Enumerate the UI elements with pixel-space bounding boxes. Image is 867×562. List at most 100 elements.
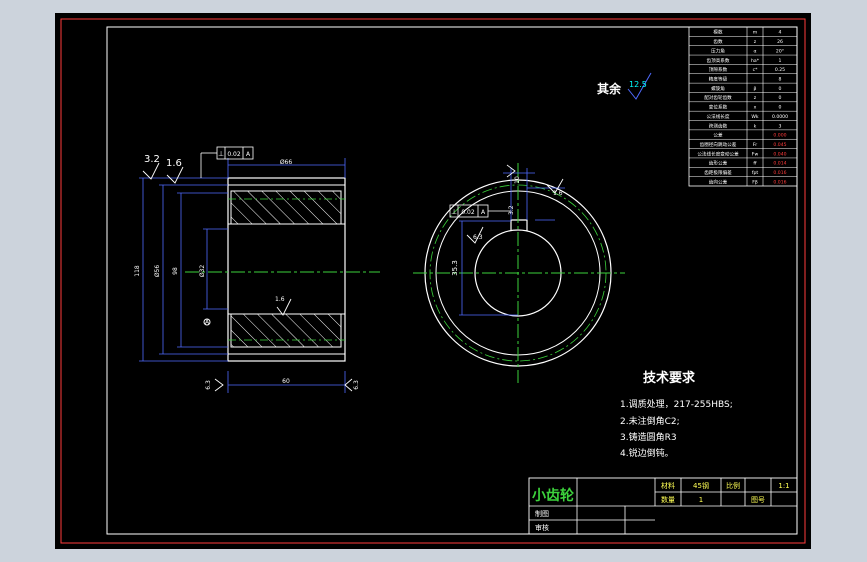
- dim-od-top: Ø66: [280, 159, 293, 166]
- drawing-no-label: 图号: [751, 496, 765, 504]
- param-name: 配对齿轮齿数: [704, 94, 732, 101]
- param-name: 齿向公差: [709, 178, 728, 185]
- param-value: 8: [779, 76, 782, 82]
- param-value: 0: [779, 86, 782, 92]
- ra-1-6: 1.6: [166, 158, 182, 169]
- param-value: 3: [779, 123, 782, 129]
- svg-text:12.5: 12.5: [629, 80, 647, 89]
- param-name: 公法线长度变动公差: [697, 150, 739, 157]
- dim-bore-dia: Ø32: [199, 265, 206, 278]
- keyway: [510, 219, 528, 231]
- datum-a-label: A: [205, 319, 210, 326]
- tech-req-item-1: 1.调质处理，217-255HBS;: [620, 398, 733, 410]
- param-symbol: ha*: [751, 58, 760, 64]
- svg-text:⊥: ⊥: [218, 150, 224, 158]
- part-name: 小齿轮: [532, 487, 574, 504]
- param-value: 0.0000: [772, 114, 788, 120]
- param-value: 0.25: [775, 67, 785, 73]
- dim-overall-dia: 118: [134, 265, 141, 277]
- param-value: 1: [779, 58, 782, 64]
- datum-a-circle: [203, 318, 211, 326]
- svg-text:A: A: [246, 151, 251, 158]
- param-value: 4: [779, 30, 782, 36]
- param-symbol: x: [754, 106, 757, 111]
- param-symbol: k: [754, 123, 757, 129]
- param-name: 齿圈径向跳动公差: [700, 141, 737, 148]
- tech-req-item-3: 3.铸造圆角R3: [620, 431, 677, 443]
- tech-req-item-2: 2.未注倒角C2;: [620, 415, 680, 427]
- dim-bore-vertical: 98: [172, 267, 179, 275]
- param-symbol: Wk: [751, 114, 759, 120]
- param-symbol: c*: [753, 67, 759, 73]
- dim-key-depth: 35.3: [451, 260, 459, 276]
- rest-finish: 其余 12.5: [597, 72, 652, 100]
- param-symbol: Fw: [752, 151, 759, 157]
- drawer-label: 制图: [535, 509, 549, 518]
- hatch-upper: [230, 190, 342, 225]
- param-name: 精度等级: [709, 75, 728, 82]
- param-value: 0.045: [773, 142, 786, 148]
- svg-text:⊥: ⊥: [451, 208, 457, 216]
- param-symbol: Fr: [753, 142, 757, 148]
- param-name: 齿形公差: [709, 160, 728, 167]
- svg-text:其余: 其余: [597, 81, 622, 96]
- param-value: 0.016: [773, 179, 786, 185]
- param-symbol: Fβ: [752, 179, 758, 185]
- scale-label: 比例: [726, 481, 740, 490]
- front-view[interactable]: 10 35.3 1.6 3.2 6.3 ⊥ 0.02 A: [413, 163, 625, 383]
- svg-text:0.02: 0.02: [227, 151, 241, 158]
- param-name: 公法线长度: [707, 113, 730, 120]
- param-name: 模数: [713, 29, 723, 36]
- dim-hub-dia: Ø56: [154, 265, 161, 278]
- qty-label: 数量: [661, 495, 675, 504]
- checker-label: 审核: [535, 523, 549, 532]
- param-symbol: m: [753, 31, 758, 36]
- param-name: 变位系数: [709, 104, 728, 111]
- param-value: 0.014: [773, 161, 786, 167]
- parameter-table: 模数 m 4 齿数 z 26 压力角 α 20° 齿顶高系数 ha* 1 顶隙系数 c* 0.25 精度等级 8…: [688, 26, 798, 187]
- param-name: 公差: [713, 132, 723, 139]
- ra-1-6-key: 1.6: [553, 190, 563, 197]
- svg-text:A: A: [481, 209, 486, 216]
- param-symbol: z: [754, 40, 757, 45]
- param-name: 螺旋角: [711, 85, 725, 92]
- ra-6-3-left: 6.3: [205, 380, 212, 390]
- cad-viewport[interactable]: 118 Ø56 98 Ø32 Ø66 60 A 3.2 1.6 1.6 6.3 …: [55, 13, 811, 549]
- param-name: 跨测齿数: [709, 122, 728, 129]
- param-value: 0: [779, 105, 782, 111]
- material-label: 材料: [661, 481, 675, 490]
- qty-value: 1: [699, 496, 703, 504]
- param-symbol: fpt: [752, 170, 759, 176]
- dim-key-slot: 10: [514, 176, 521, 184]
- tech-req-heading: 技术要求: [643, 370, 696, 386]
- param-value: 0.000: [773, 133, 786, 139]
- material-value: 45钢: [693, 481, 709, 490]
- param-value: 0: [779, 95, 782, 101]
- tech-req-item-4: 4.锐边倒钝。: [620, 447, 674, 459]
- ra-6-3-right: 6.3: [353, 380, 360, 390]
- param-name: 齿距极限偏差: [704, 169, 732, 176]
- tech-requirements: 技术要求 1.调质处理，217-255HBS; 2.未注倒角C2; 3.铸造圆角…: [620, 370, 733, 459]
- gear-body-outline: [227, 177, 346, 362]
- outer-border: [60, 18, 806, 544]
- param-value: 20°: [776, 48, 784, 54]
- gdt-frame-left: ⊥ 0.02 A: [200, 146, 254, 178]
- param-symbol: β: [754, 86, 757, 92]
- param-name: 齿顶高系数: [707, 57, 730, 64]
- param-value: 0.040: [773, 151, 786, 157]
- param-name: 顶隙系数: [709, 66, 728, 73]
- svg-text:0.02: 0.02: [461, 209, 475, 216]
- section-view[interactable]: 118 Ø56 98 Ø32 Ø66 60 A 3.2 1.6 1.6 6.3 …: [134, 146, 380, 393]
- gear-drawing: 118 Ø56 98 Ø32 Ø66 60 A 3.2 1.6 1.6 6.3 …: [60, 18, 806, 544]
- ra-3-2: 3.2: [144, 154, 160, 165]
- param-symbol: ff: [753, 161, 757, 167]
- scale-value: 1:1: [778, 482, 789, 490]
- hatch-lower: [230, 313, 342, 348]
- param-value: 26: [777, 39, 783, 45]
- inner-border: [106, 26, 798, 535]
- param-name: 压力角: [711, 47, 725, 54]
- title-block: 小齿轮 制图 审核 材料 45钢 比例 1:1 数量 1 图号: [528, 477, 798, 535]
- param-symbol: z: [754, 96, 757, 101]
- param-name: 齿数: [713, 38, 723, 45]
- param-symbol: α: [753, 49, 756, 54]
